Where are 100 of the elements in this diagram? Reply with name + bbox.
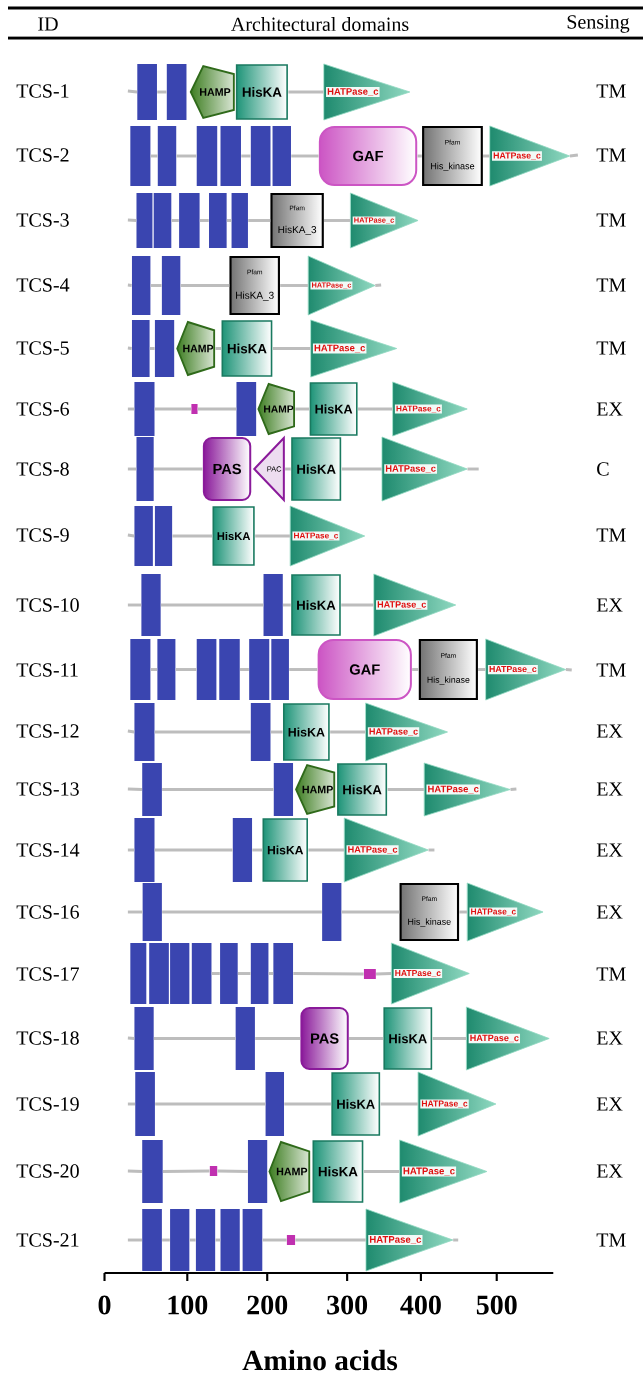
motif-marker [209,1166,218,1176]
sensing-type: TM [596,1233,626,1247]
transmembrane-segment [236,382,257,436]
transmembrane-segment [250,943,269,1004]
transmembrane-segment [149,943,169,1004]
protein-id: TCS-6 [16,402,69,416]
sensing-type: EX [596,598,623,612]
protein-id: TCS-14 [16,843,80,857]
domain-triangle: HATPase_c [310,319,398,378]
transmembrane-segment [130,639,151,700]
backbone-line [217,1169,248,1173]
backbone-line [252,848,263,852]
backbone-line [150,154,158,158]
transmembrane-segment [135,1072,155,1136]
domain-triangle: HATPase_c [392,381,468,437]
backbone-line [127,407,135,411]
backbone-line [268,972,274,975]
transmembrane-segment [161,256,181,315]
domain-triangle: HATPase_c [466,882,544,942]
backbone-line [483,154,490,158]
sensing-type: EX [596,905,623,919]
transmembrane-segment [273,763,294,816]
backbone-line [162,1169,210,1173]
protein-id: TCS-4 [16,278,70,292]
transmembrane-segment [195,1209,216,1271]
domain-box: HisKA [283,703,330,761]
protein-id: TCS-10 [16,598,79,612]
domain-triangle: HATPase_c [485,638,566,701]
domain-rounded-box: PAS [202,437,252,501]
backbone-line [376,972,392,976]
backbone-line [285,467,291,471]
protein-id: TCS-18 [16,1031,79,1045]
backbone-line [175,668,197,671]
transmembrane-segment [130,126,151,186]
sensing-type: EX [596,1031,623,1045]
backbone-line [324,219,351,222]
backbone-line [154,730,251,734]
backbone-line [127,1238,142,1242]
backbone-line [150,284,162,287]
protein-id: TCS-16 [16,905,79,919]
domain-triangle: HATPase_c [373,573,457,637]
transmembrane-segment [322,883,342,941]
transmembrane-segment [170,943,190,1004]
backbone-line [157,90,167,94]
backbone-line [255,534,290,538]
backbone-line [341,467,382,471]
motif-marker [286,1235,296,1245]
backbone-line [176,154,197,158]
transmembrane-segment [249,639,270,700]
motif-marker [363,969,376,979]
backbone-line [295,1238,366,1242]
backbone-line [127,467,137,471]
domain-triangle: HATPase_c [381,436,468,502]
backbone-line [478,668,486,671]
backbone-line [284,1102,331,1106]
sensing-type: TM [596,967,626,981]
backbone-line [358,407,393,411]
backbone-line [412,668,419,671]
sensing-type: EX [596,1164,623,1178]
transmembrane-segment [232,818,253,882]
sensing-type: TM [596,148,626,162]
backbone-line [127,1036,135,1040]
backbone-line [162,1238,170,1242]
backbone-line [341,910,400,914]
protein-id: TCS-2 [16,148,69,162]
transmembrane-segment [271,639,289,700]
backbone-line [272,347,311,350]
backbone-line [459,910,467,914]
sensing-type: EX [596,724,623,738]
transmembrane-segment [272,126,291,186]
backbone-line [432,1037,467,1040]
transmembrane-segment [142,883,162,941]
domain-box: HisKA [291,437,342,501]
protein-id: TCS-19 [16,1097,79,1111]
axis-title: Amino acids [242,1349,398,1371]
backbone-line [127,533,135,538]
backbone-line [127,787,142,791]
domain-box: HisKA [221,320,273,377]
transmembrane-segment [166,64,187,120]
backbone-line [255,1037,301,1040]
transmembrane-segment [220,126,241,186]
protein-id: TCS-5 [16,341,69,355]
sensing-type: TM [596,341,626,355]
domain-box: HisKA [235,64,288,120]
transmembrane-segment [154,506,173,566]
transmembrane-segment [250,126,271,186]
domain-box: HisKA [337,763,388,816]
protein-id: TCS-1 [16,84,69,98]
transmembrane-segment [157,126,177,186]
backbone-line [291,154,319,158]
tick-label: 0 [98,1295,111,1315]
backbone-line [197,407,237,411]
backbone-line [211,972,220,975]
domain-triangle: HATPase_c [423,762,511,817]
backbone-line [280,284,308,287]
backbone-line [127,848,135,852]
tick-label: 300 [327,1295,368,1315]
backbone-line [127,218,137,222]
domain-triangle: HATPase_c [365,702,448,762]
backbone-line [199,219,209,222]
